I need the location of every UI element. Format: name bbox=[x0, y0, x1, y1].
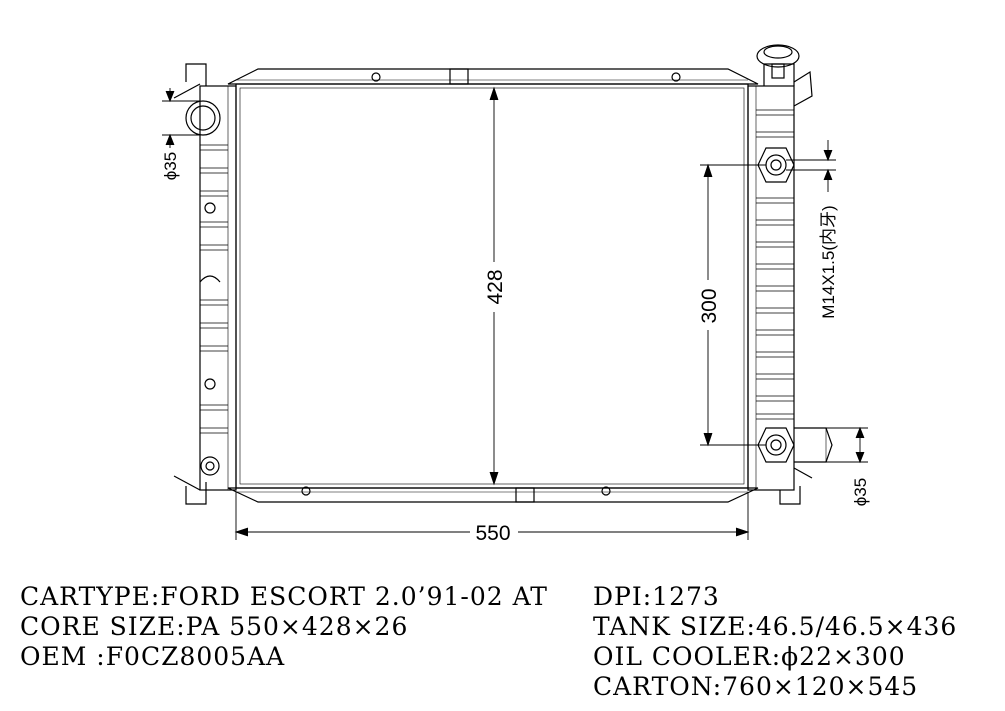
left-tank bbox=[173, 63, 237, 505]
oil-cooler-spacing-dimension bbox=[700, 163, 766, 447]
drain-plug bbox=[200, 456, 220, 476]
oil-cooler-spacing-label: 300 bbox=[698, 288, 721, 323]
oil-cooler-fitting-top bbox=[765, 154, 787, 176]
outlet-diameter-label: ϕ35 bbox=[851, 478, 870, 506]
spec-oem: OEM :F0CZ8005AA bbox=[20, 642, 286, 671]
right-tank-ribs bbox=[756, 109, 794, 420]
spec-dpi: DPI:1273 bbox=[593, 582, 720, 611]
oil-cooler-fitting-bottom bbox=[765, 434, 787, 456]
outlet-pipe bbox=[794, 427, 833, 463]
spec-tank-size: TANK SIZE:46.5/46.5×436 bbox=[593, 612, 958, 641]
left-tank-ribs bbox=[200, 144, 228, 434]
inlet-diameter-label: ϕ35 bbox=[161, 152, 180, 180]
top-header-strip bbox=[227, 68, 759, 85]
filler-cap bbox=[756, 44, 800, 68]
core-height-label: 428 bbox=[484, 269, 507, 304]
spec-core-size: CORE SIZE:PA 550×428×26 bbox=[20, 612, 409, 641]
spec-carton: CARTON:760×120×545 bbox=[593, 672, 919, 701]
inlet-diameter-dimension bbox=[162, 88, 200, 148]
core-width-label: 550 bbox=[475, 522, 510, 545]
radiator-drawing: 428 550 300 ϕ35 ϕ35 M14X1.5(内牙) bbox=[161, 44, 870, 545]
thread-dimension bbox=[786, 140, 836, 192]
thread-label: M14X1.5(内牙) bbox=[819, 205, 838, 318]
inlet-pipe bbox=[185, 100, 221, 136]
right-tank bbox=[747, 44, 833, 505]
spec-cartype: CARTYPE:FORD ESCORT 2.0’91-02 AT bbox=[20, 582, 548, 611]
outlet-diameter-dimension bbox=[826, 426, 868, 464]
bottom-header-strip bbox=[227, 486, 759, 503]
spec-oil-cooler: OIL COOLER:ϕ22×300 bbox=[593, 642, 906, 671]
